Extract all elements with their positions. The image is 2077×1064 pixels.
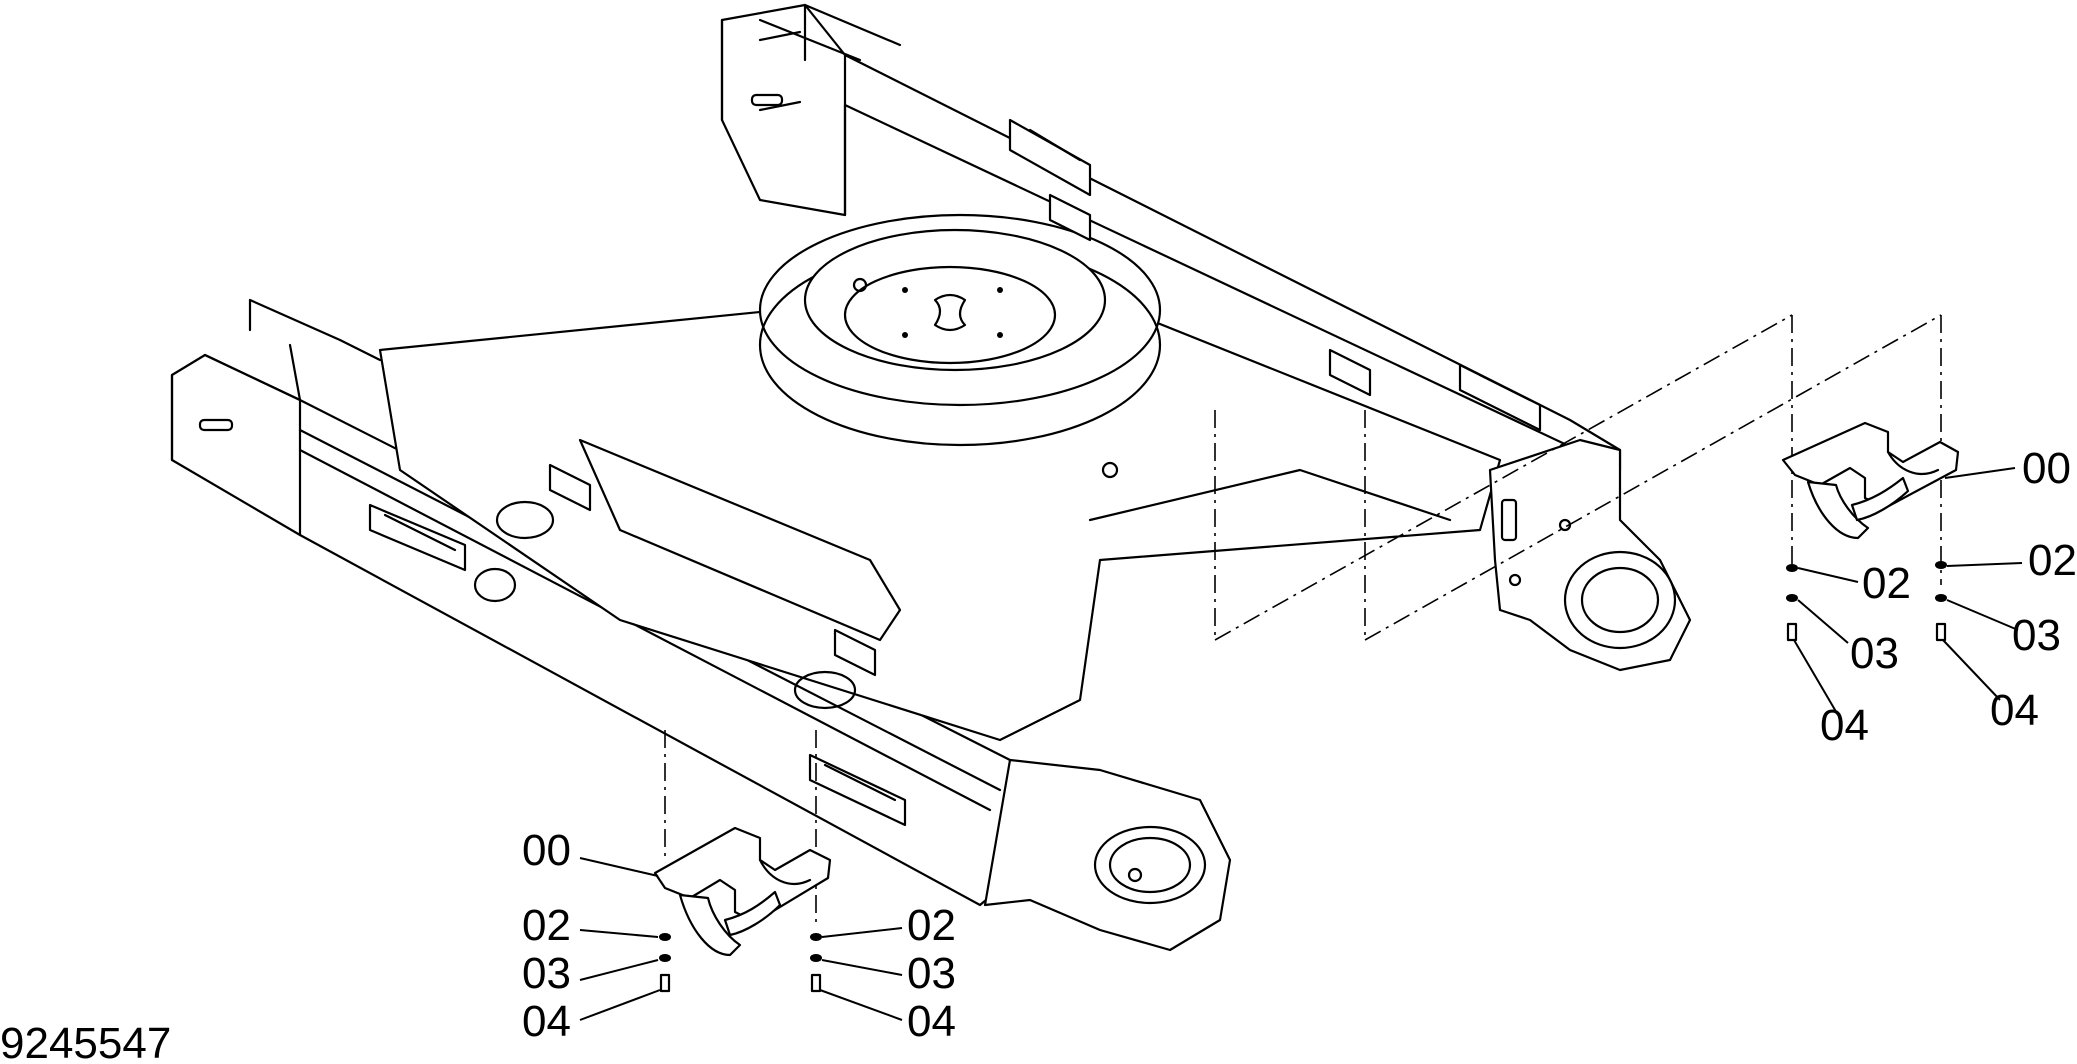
- callout-02: 02: [1862, 559, 1911, 608]
- callout-00: 00: [522, 826, 571, 875]
- bolt-part: [659, 973, 822, 993]
- callout-03: 03: [907, 949, 956, 998]
- callout-02: 02: [522, 901, 571, 950]
- callout-04: 04: [1820, 701, 1869, 750]
- washer-part: [659, 933, 822, 962]
- callout-03: 03: [1850, 629, 1899, 678]
- bolt-part: [1786, 622, 1947, 642]
- callout-02: 02: [907, 901, 956, 950]
- undercarriage-frame-drawing: [170, 3, 1692, 952]
- leader-lines: [579, 467, 2023, 1021]
- callout-04: 04: [1990, 686, 2039, 735]
- callout-00: 00: [2022, 444, 2071, 493]
- track-guard-part: [1781, 421, 1960, 540]
- callout-03: 03: [522, 949, 571, 998]
- callout-04: 04: [522, 997, 571, 1046]
- callout-02: 02: [2028, 536, 2077, 585]
- callout-03: 03: [2012, 611, 2061, 660]
- callout-04: 04: [907, 997, 956, 1046]
- document-number: 9245547: [0, 1019, 171, 1064]
- washer-part: [1786, 561, 1947, 602]
- callout-labels: 00 02 03 04 02 03 04 00 02 03 04 02 03 0…: [522, 444, 2077, 1046]
- track-guard-part: [653, 826, 832, 957]
